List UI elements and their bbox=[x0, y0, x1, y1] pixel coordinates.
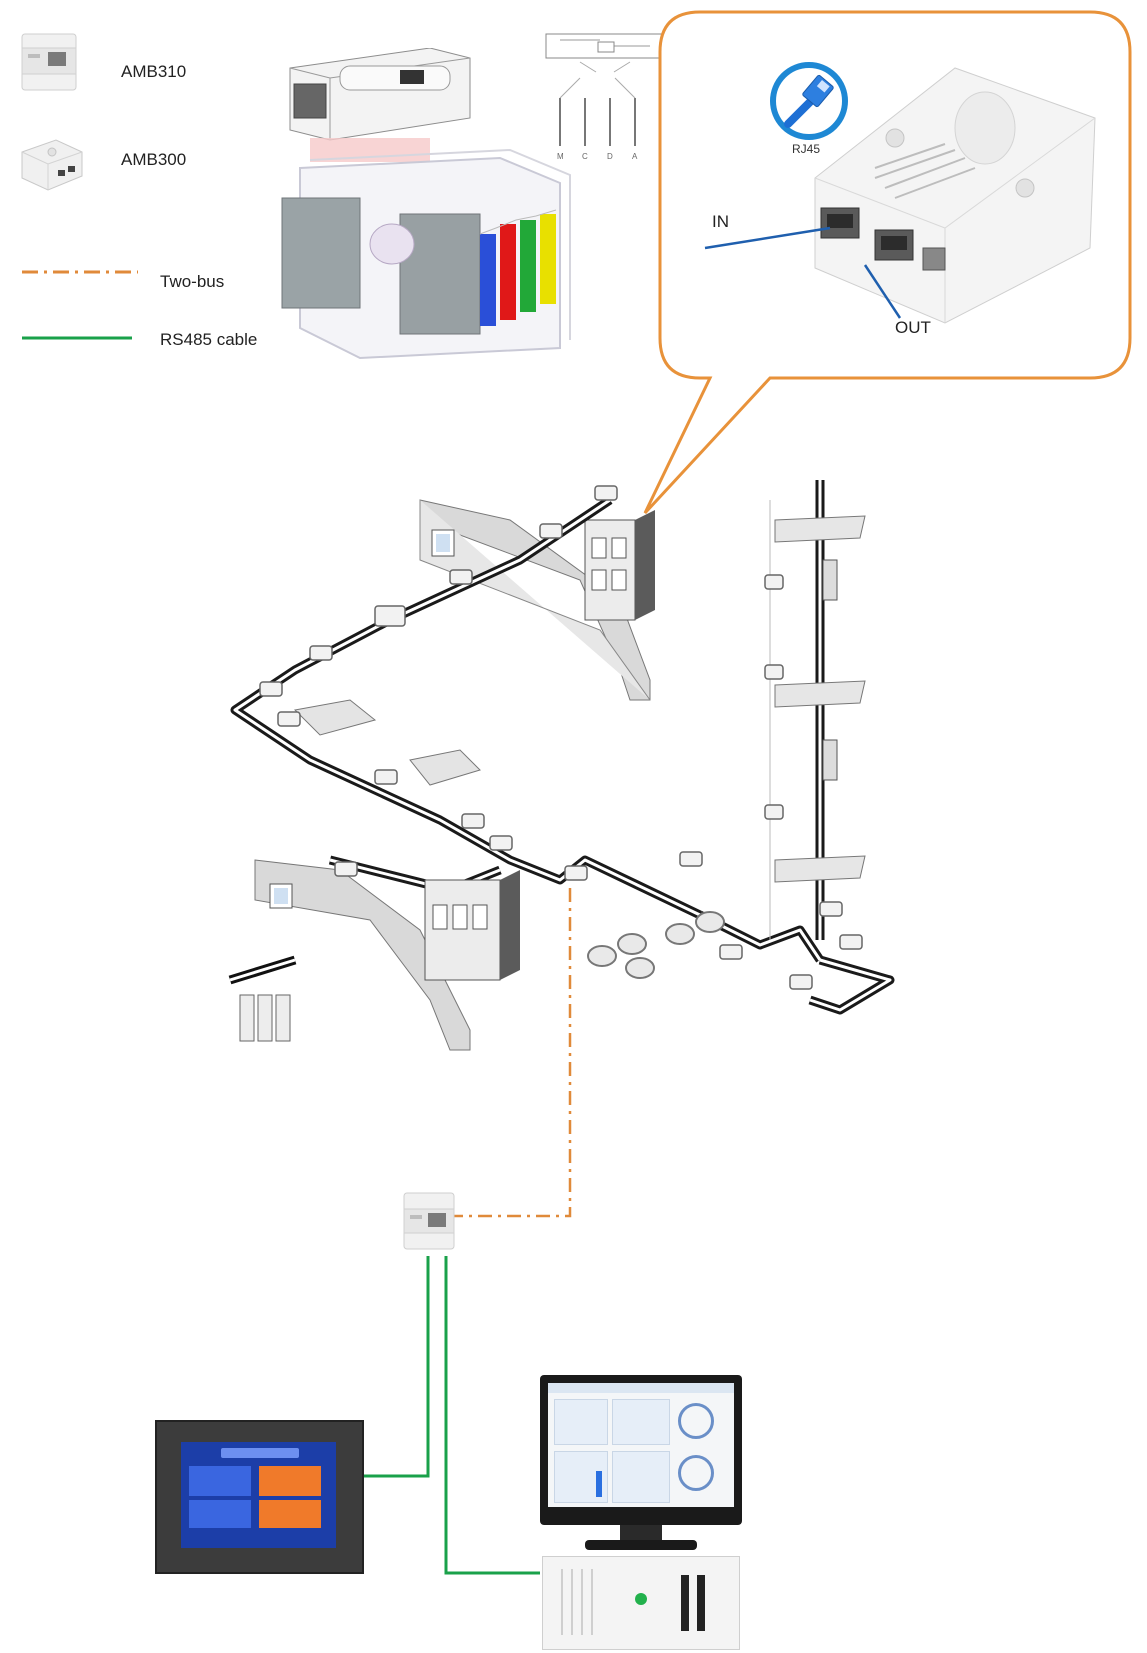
in-label: IN bbox=[712, 212, 729, 231]
hmi-tile-2 bbox=[259, 1466, 321, 1496]
rs485-legend-line bbox=[22, 336, 132, 340]
computer-monitor bbox=[540, 1375, 742, 1525]
screen-gauge-2 bbox=[678, 1455, 714, 1491]
rail-mark-a: A bbox=[632, 152, 638, 161]
feeder-table-1 bbox=[293, 699, 377, 736]
legend-label-amb310: AMB310 bbox=[121, 62, 187, 81]
lower-switch-cabinet bbox=[424, 879, 501, 981]
drive-slot-1 bbox=[681, 1575, 689, 1631]
plug-in-monitors bbox=[259, 485, 863, 990]
screen-chart-2 bbox=[612, 1399, 670, 1445]
busbar-ct-assembly-illustration bbox=[281, 48, 571, 360]
amb300-device-illustration bbox=[814, 67, 1096, 324]
pipes bbox=[587, 911, 725, 979]
feeder-table-2 bbox=[409, 749, 481, 786]
din-rail-meter-icon bbox=[21, 33, 77, 91]
pc-tower bbox=[542, 1556, 740, 1650]
rail-mark-m: M bbox=[557, 152, 564, 161]
two-bus-legend-line bbox=[22, 270, 138, 274]
hmi-tile-1 bbox=[189, 1466, 251, 1496]
monitor-stand-base bbox=[585, 1540, 697, 1550]
screen-chart-4 bbox=[612, 1451, 670, 1503]
hmi-title-bar bbox=[221, 1448, 299, 1458]
hmi-touch-panel bbox=[155, 1420, 364, 1574]
busway-monitor-icon bbox=[21, 139, 83, 191]
amb310-gateway-illustration bbox=[403, 1192, 455, 1250]
drive-slot-2 bbox=[697, 1575, 705, 1631]
out-label: OUT bbox=[895, 318, 931, 337]
legend-label-rs485: RS485 cable bbox=[160, 330, 258, 349]
screen-header-bar bbox=[548, 1383, 734, 1393]
screen-bar-accent bbox=[596, 1471, 602, 1497]
rail-mark-d: D bbox=[607, 152, 613, 161]
din-rail-detail-illustration bbox=[545, 33, 665, 146]
legend-label-amb300: AMB300 bbox=[121, 150, 187, 169]
riser-slab-mid bbox=[774, 680, 866, 708]
hmi-tile-3 bbox=[189, 1500, 251, 1528]
monitor-stand-neck bbox=[620, 1525, 662, 1543]
riser-slab-low bbox=[774, 855, 866, 883]
two-bus-connection bbox=[446, 888, 572, 1218]
screen-gauge-1 bbox=[678, 1403, 714, 1439]
lower-left-units bbox=[239, 994, 291, 1042]
legend-label-two-bus: Two-bus bbox=[160, 272, 225, 291]
rj45-label: RJ45 bbox=[792, 142, 821, 156]
monitor-screen bbox=[548, 1383, 734, 1507]
rs485-connections bbox=[358, 1256, 540, 1575]
lower-wall bbox=[254, 859, 471, 1051]
pc-vent-lines bbox=[561, 1569, 601, 1635]
screen-chart-1 bbox=[554, 1399, 608, 1445]
busway-system-diagram bbox=[228, 480, 895, 1051]
rail-mark-c: C bbox=[582, 152, 588, 161]
legend: AMB310 AMB300 Two-bus RS485 cable bbox=[0, 0, 300, 360]
hmi-screen bbox=[181, 1442, 336, 1548]
power-led bbox=[635, 1593, 647, 1605]
hmi-tile-4 bbox=[259, 1500, 321, 1528]
in-out-arrows bbox=[704, 226, 902, 319]
riser-slab-top bbox=[774, 515, 866, 543]
rj45-icon bbox=[770, 62, 848, 140]
